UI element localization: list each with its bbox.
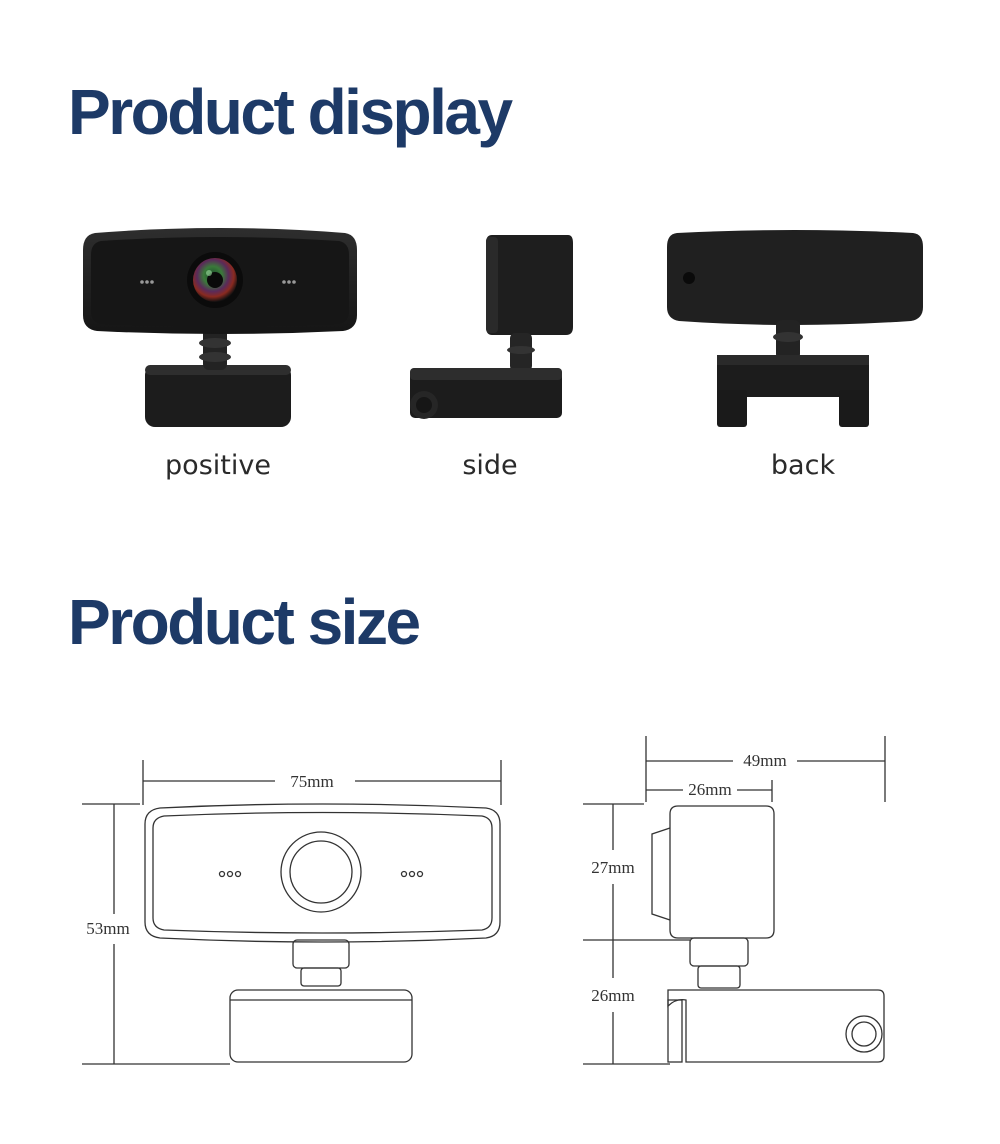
dim-depth-head-label: 26mm xyxy=(688,780,731,799)
webcam-front-photo-icon xyxy=(83,228,357,427)
dim-head-height-label: 27mm xyxy=(591,858,634,877)
webcam-front-line-drawing-icon xyxy=(82,760,502,1065)
positive-view-label: positive xyxy=(165,450,271,481)
dim-width-label: 75mm xyxy=(290,772,333,791)
webcam-side-photo-icon xyxy=(410,235,573,419)
side-view-label: side xyxy=(462,450,518,481)
dim-depth-total-label: 49mm xyxy=(743,751,786,770)
product-display-title: Product display xyxy=(68,76,513,148)
dim-height-label: 53mm xyxy=(86,919,129,938)
back-view-label: back xyxy=(770,450,836,481)
dim-base-height-label: 26mm xyxy=(591,986,634,1005)
webcam-back-photo-icon xyxy=(667,230,923,427)
product-size-title: Product size xyxy=(68,586,421,658)
webcam-dimension-drawings: 75mm 53mm 49mm 26mm 27mm 26mm xyxy=(82,736,886,1065)
webcam-side-line-drawing-icon xyxy=(583,736,886,1065)
